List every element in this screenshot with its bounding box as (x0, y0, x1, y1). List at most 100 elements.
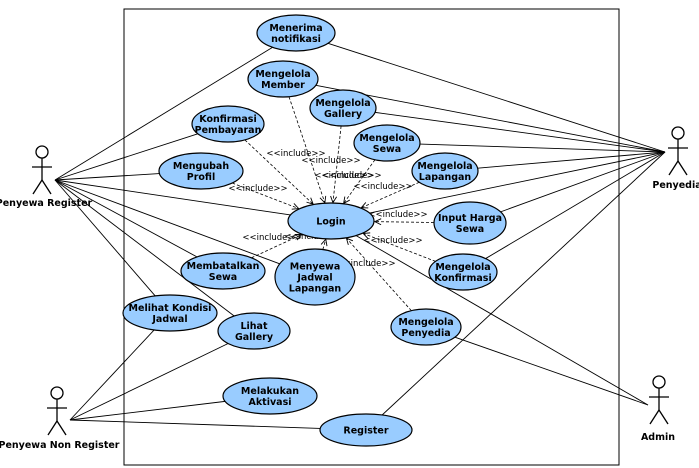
use-case-label: Mengelola (435, 262, 490, 273)
use-case-shape (309, 89, 377, 127)
actor-label: Penyewa Register (0, 198, 93, 209)
actor-penyewa-non-register[interactable]: Penyewa Non Register (0, 386, 120, 451)
use-case-label: Mengelola (398, 317, 453, 328)
association-penyewa_register-konfirmasi_pembayaran (54, 133, 198, 181)
include-label: <<include>> (266, 149, 325, 159)
association-admin-login (355, 235, 649, 406)
use-case-label: Profil (187, 172, 215, 183)
use-case-label: Lihat (240, 321, 267, 332)
association-penyedia-menerima_notifikasi (327, 42, 666, 153)
use-case-label: Mengelola (315, 98, 370, 109)
use-case-label: Konfirmasi (434, 273, 491, 284)
use-case-label: Penyedia (401, 328, 450, 339)
association-penyedia-input_harga_sewa (500, 151, 666, 213)
include-label: <<include>> (336, 259, 395, 269)
include-label: <<include>> (242, 233, 301, 243)
association-penyewa_non_register-lihat_gallery (69, 343, 229, 421)
association-penyedia-mengelola_konfirmasi (485, 151, 666, 259)
association-penyedia-login (369, 151, 666, 214)
use-case-shape (319, 413, 413, 447)
association-penyewa_register-mengubah_profil (54, 173, 160, 181)
include-arrowhead (291, 203, 300, 210)
association-penyewa_register-lihat_gallery (54, 179, 235, 317)
use-case-shape (180, 252, 266, 290)
use-case-label: Lapangan (289, 284, 342, 295)
use-case-label: Jadwal (296, 273, 332, 284)
association-lines (54, 42, 666, 429)
association-penyewa_register-menyewa_jadwal_lapangan (54, 179, 280, 265)
include-arrow-mengelola_gallery (332, 125, 342, 203)
association-penyewa_non_register-register (69, 419, 321, 429)
association-penyewa_register-melihat_kondisi_jadwal (54, 179, 156, 297)
association-penyedia-register (381, 151, 666, 416)
system-boundary (123, 8, 620, 466)
use-case-shape (287, 202, 375, 240)
use-case-label: Mengelola (255, 69, 310, 80)
association-penyewa_register-login (54, 179, 291, 216)
include-label: <<include>> (353, 182, 412, 192)
use-case-label: Lapangan (419, 172, 472, 183)
use-case-label: Login (316, 217, 346, 228)
use-case-shape (353, 124, 421, 162)
include-arrow-mengelola_member (288, 96, 326, 203)
actor-label: Penyewa Non Register (0, 440, 120, 451)
include-arrowhead (373, 218, 382, 226)
use-case-label: Sewa (373, 144, 401, 155)
use-case-register[interactable]: Register (319, 413, 413, 447)
use-case-label: Mengubah (173, 161, 229, 172)
use-case-shape (274, 248, 356, 306)
actor-penyedia[interactable]: Penyedia (652, 126, 699, 191)
association-admin-mengelola_penyedia (454, 336, 649, 406)
use-case-shape (433, 201, 507, 245)
use-case-label: Melakukan (241, 386, 299, 397)
use-case-label: Konfirmasi (199, 114, 256, 125)
include-arrow-mengelola_lapangan (361, 181, 420, 209)
include-arrow-konfirmasi_pembayaran (244, 139, 314, 205)
use-case-label: notifikasi (271, 34, 321, 45)
use-case-shape (390, 308, 462, 346)
include-label: <<include>> (314, 171, 373, 181)
use-case-label: Input Harga (438, 213, 502, 224)
actor-figure-icon (47, 386, 67, 436)
use-case-label: Jadwal (151, 314, 187, 325)
use-case-label: Menerima (269, 23, 322, 34)
actor-penyewa-register[interactable]: Penyewa Register (0, 145, 93, 209)
include-arrow-menyewa_jadwal_lapangan (322, 239, 327, 250)
use-case-label: Membatalkan (187, 261, 260, 272)
use-case-label: Gallery (235, 332, 274, 343)
association-penyewa_register-membatalkan_sewa (54, 179, 198, 258)
include-arrow-mengubah_profil (232, 182, 299, 209)
use-case-shape (191, 105, 265, 143)
use-case-label: Pembayaran (195, 125, 262, 136)
use-case-label: Aktivasi (249, 397, 292, 408)
use-case-label: Menyewa (290, 262, 340, 273)
use-case-label: Sewa (209, 272, 237, 283)
use-case-label: Sewa (456, 224, 484, 235)
actor-admin[interactable]: Admin (641, 375, 675, 443)
include-arrow-mengelola_sewa (343, 159, 376, 204)
association-penyedia-mengelola_gallery (374, 111, 666, 153)
use-case-login[interactable]: Login (287, 202, 375, 240)
actor-figure-icon (649, 375, 669, 425)
use-case-shape (256, 14, 336, 52)
include-arrow-input_harga_sewa (374, 221, 435, 223)
use-case-shape (247, 60, 319, 98)
use-case-shape (122, 294, 218, 332)
